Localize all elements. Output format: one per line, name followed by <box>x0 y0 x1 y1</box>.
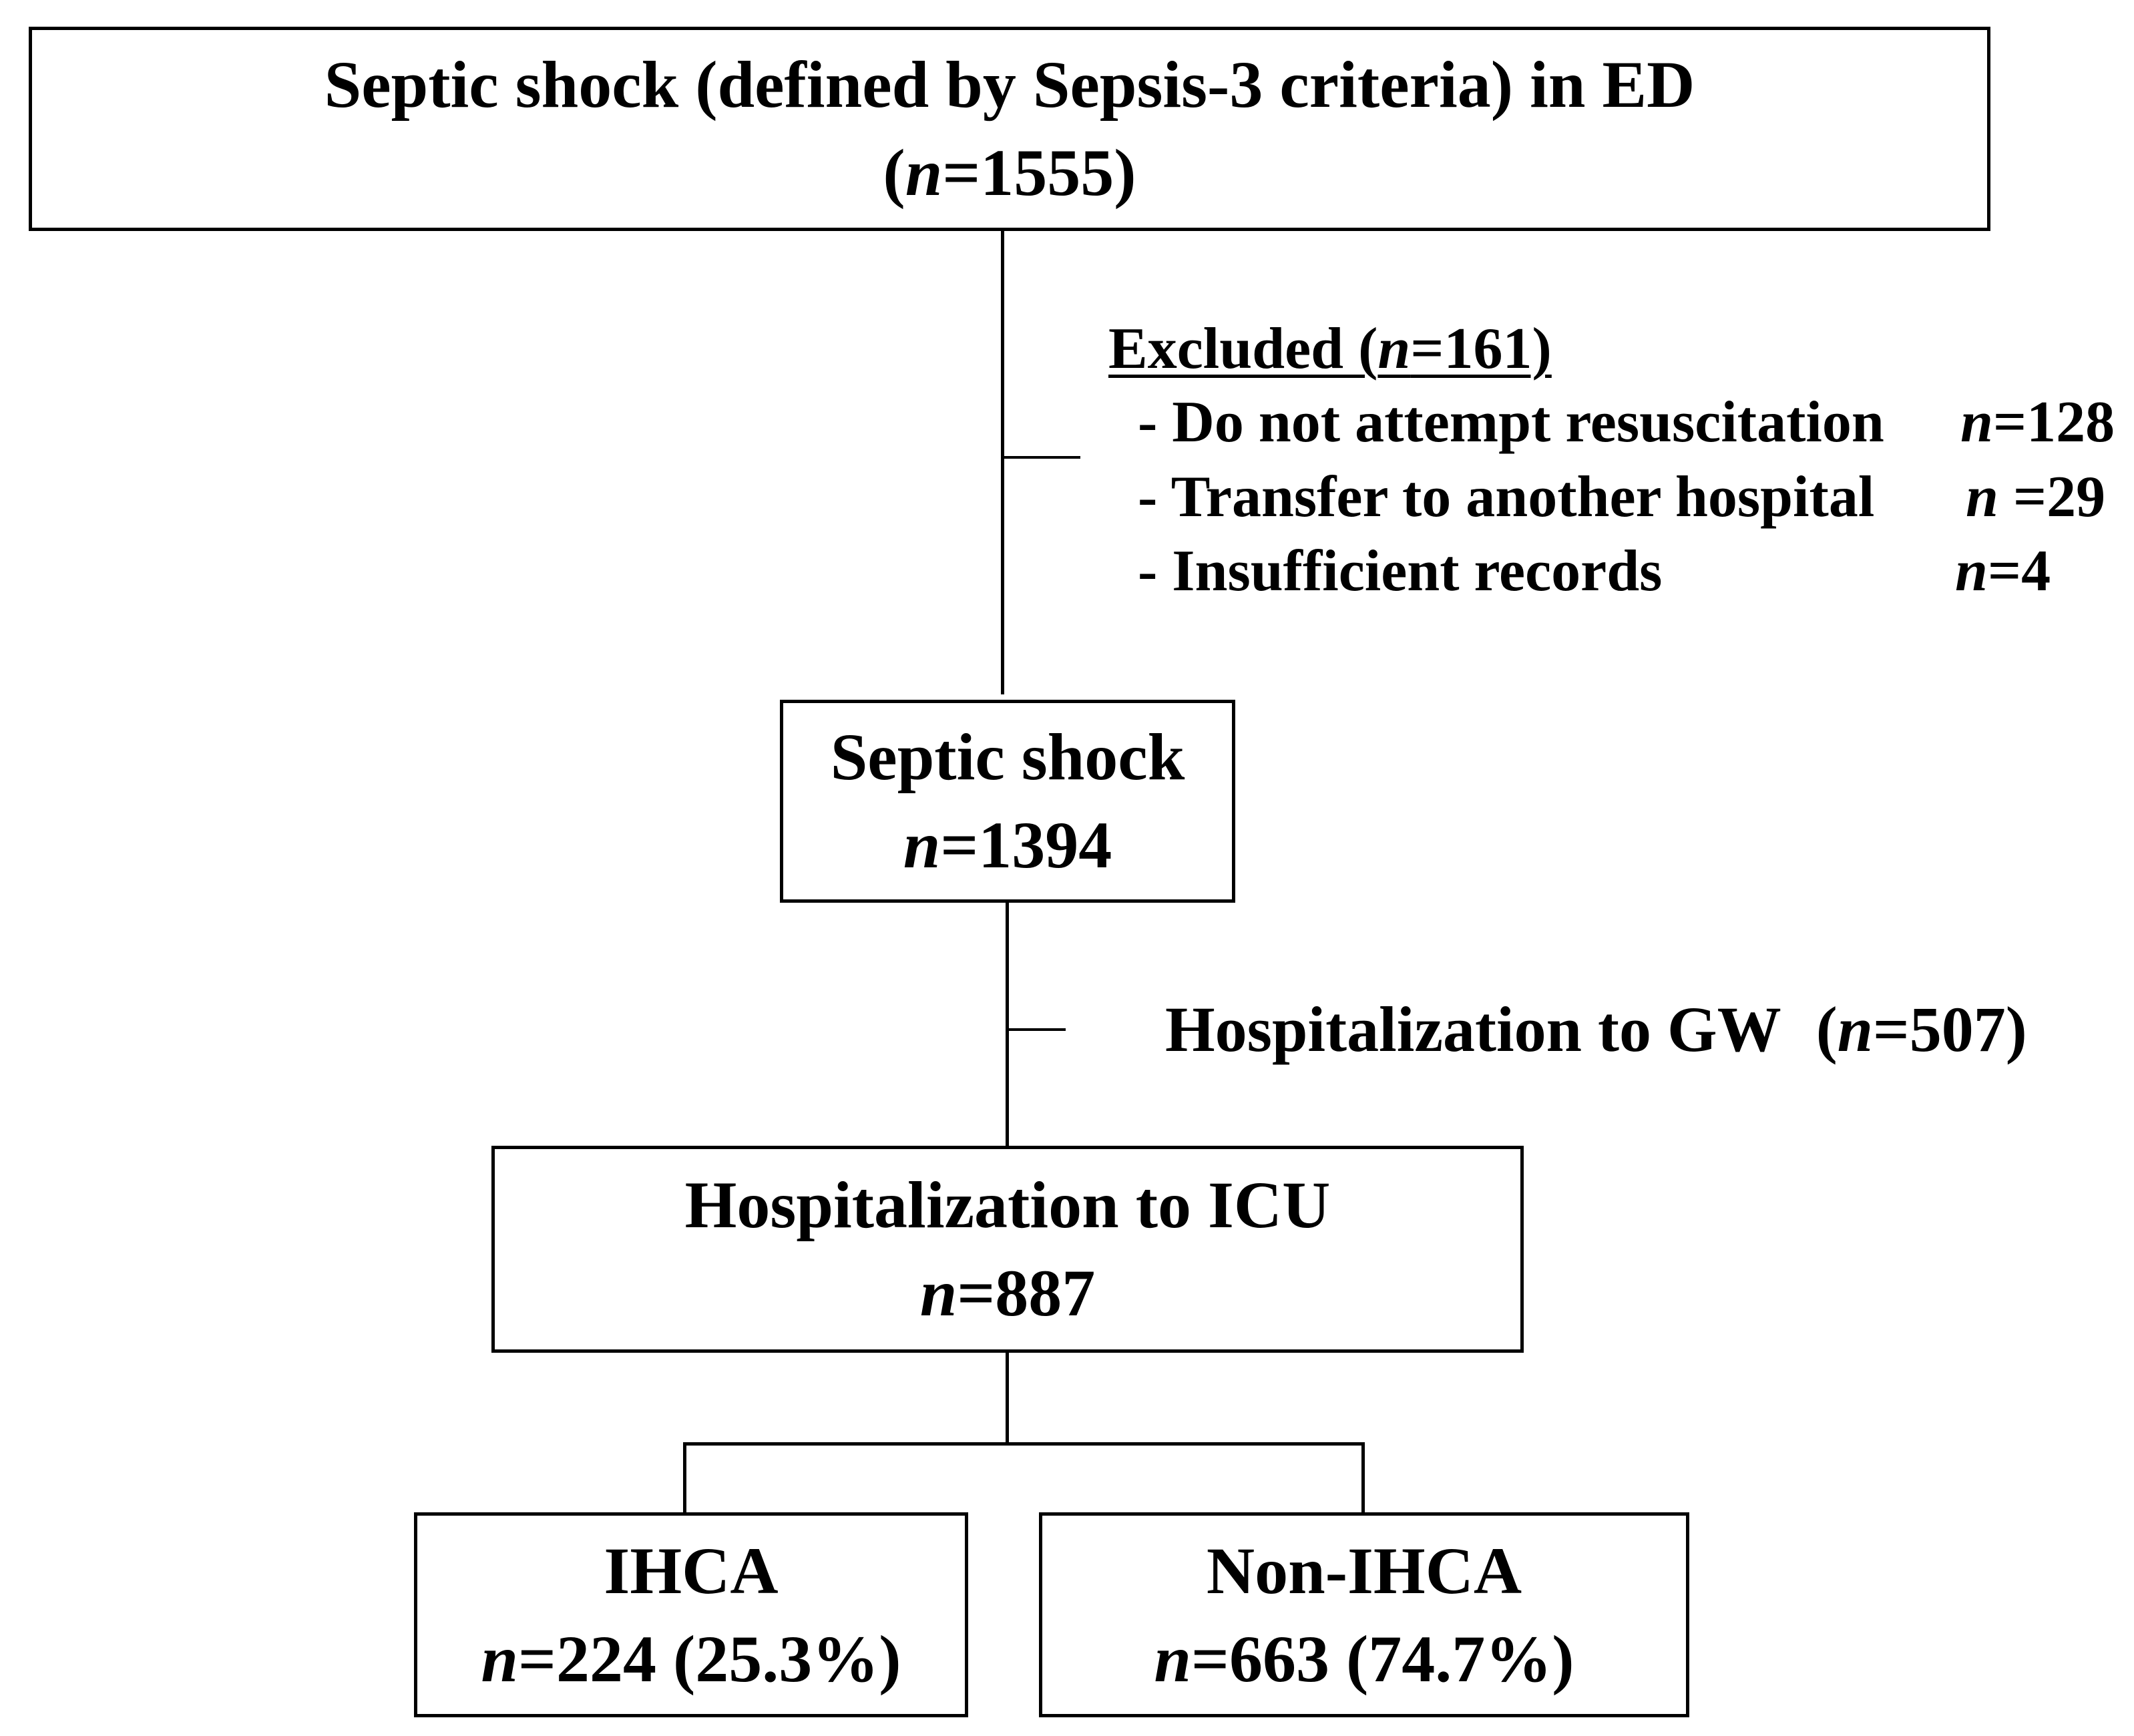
connector-to-ihca <box>683 1442 686 1514</box>
excluded-title: Excluded (n=161) <box>1108 316 1552 381</box>
node-title: Septic shock <box>830 720 1185 794</box>
excluded-item-records-count: n=4 <box>1955 539 2051 604</box>
node-count: n=224 (25.3%) <box>481 1621 901 1696</box>
excluded-item-transfer-label: - Transfer to another hospital <box>1138 465 1875 529</box>
exclusion-branch <box>1003 456 1080 459</box>
excluded-item-dnar-label: - Do not attempt resuscitation <box>1138 390 1884 455</box>
node-non-ihca: Non-IHCA n=663 (74.7%) <box>1039 1512 1689 1717</box>
excluded-item-records-label: - Insufficient records <box>1138 539 1663 604</box>
node-count: (n=1555) <box>883 136 1136 210</box>
excluded-item-dnar-count: n=128 <box>1960 390 2115 455</box>
node-title: IHCA <box>604 1533 779 1608</box>
node-septic-shock-ed: Septic shock (defined by Sepsis-3 criter… <box>29 27 1990 231</box>
connector-top-to-septic <box>1001 230 1004 694</box>
split-horizontal <box>683 1442 1365 1446</box>
node-ihca: IHCA n=224 (25.3%) <box>414 1512 968 1717</box>
excluded-item-transfer-count: n =29 <box>1966 465 2106 529</box>
node-count: n=663 (74.7%) <box>1154 1621 1574 1696</box>
connector-to-non-ihca <box>1361 1442 1365 1514</box>
node-title: Non-IHCA <box>1206 1533 1522 1608</box>
node-title: Hospitalization to ICU <box>684 1168 1331 1242</box>
gw-label: Hospitalization to GW(n=507) <box>1165 994 2027 1065</box>
connector-icu-to-split <box>1006 1352 1009 1446</box>
node-icu: Hospitalization to ICU n=887 <box>491 1146 1524 1353</box>
connector-septic-to-icu <box>1006 901 1009 1147</box>
node-count: n=1394 <box>903 808 1112 882</box>
node-septic-shock: Septic shock n=1394 <box>780 700 1235 903</box>
node-count: n=887 <box>919 1256 1096 1330</box>
gw-branch <box>1007 1028 1066 1031</box>
node-title: Septic shock (defined by Sepsis-3 criter… <box>324 47 1695 122</box>
